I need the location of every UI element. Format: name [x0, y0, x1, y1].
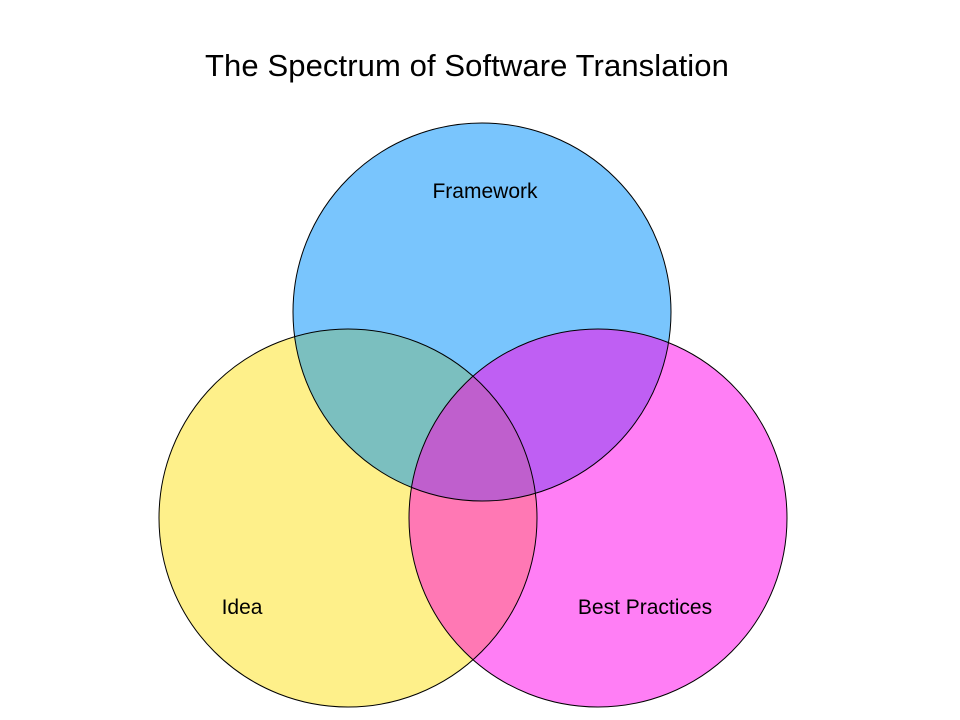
overlap-all-three: [409, 329, 537, 501]
circle-best-practices-outline: [408, 328, 788, 708]
label-best-practices: Best Practices: [578, 596, 712, 619]
circle-idea-outline: [158, 328, 538, 708]
label-framework: Framework: [432, 180, 538, 203]
label-idea: Idea: [222, 596, 263, 619]
circle-framework-outline: [292, 122, 672, 502]
page-title: The Spectrum of Software Translation: [205, 48, 729, 83]
